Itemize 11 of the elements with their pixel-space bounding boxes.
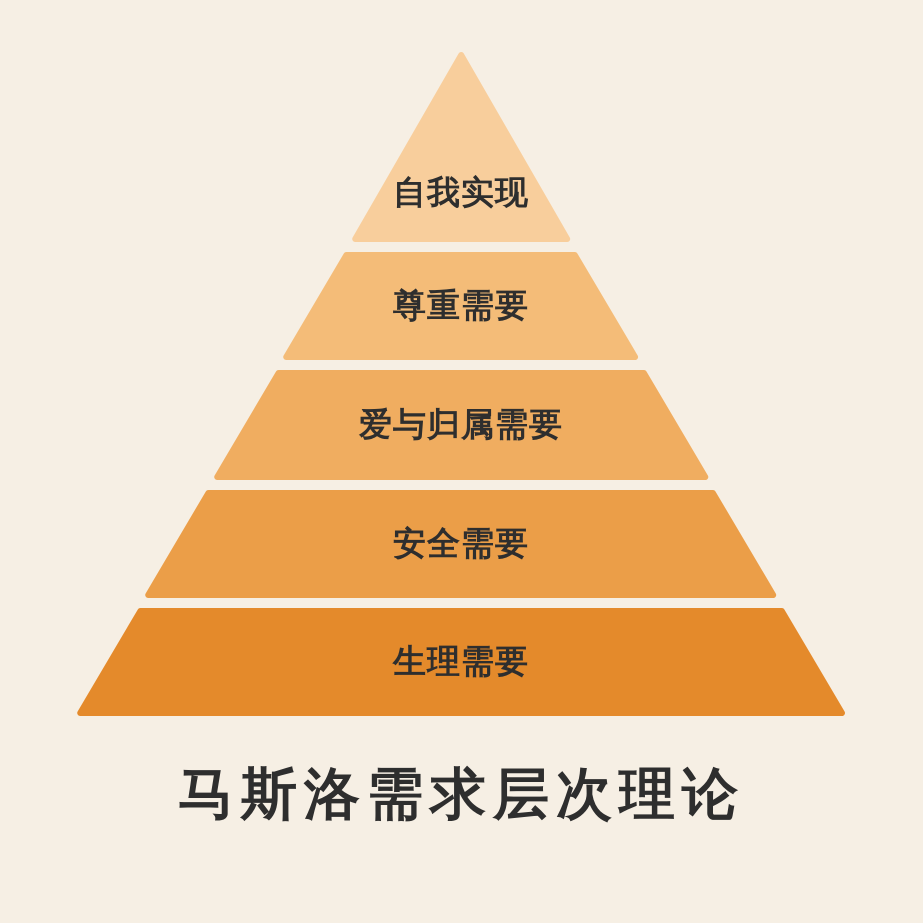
pyramid-tier [76,608,846,716]
pyramid-tier [144,490,778,598]
pyramid-tier [282,252,640,360]
pyramid-tier [350,52,572,242]
tier-label: 生理需要 [392,640,529,682]
diagram-caption: 马斯洛需求层次理论 [178,761,745,829]
tier-label: 自我实现 [392,172,529,214]
pyramid-tier [212,370,710,480]
tier-label: 安全需要 [392,522,529,564]
tier-label: 尊重需要 [392,284,529,326]
tier-label: 爱与归属需要 [358,404,563,446]
